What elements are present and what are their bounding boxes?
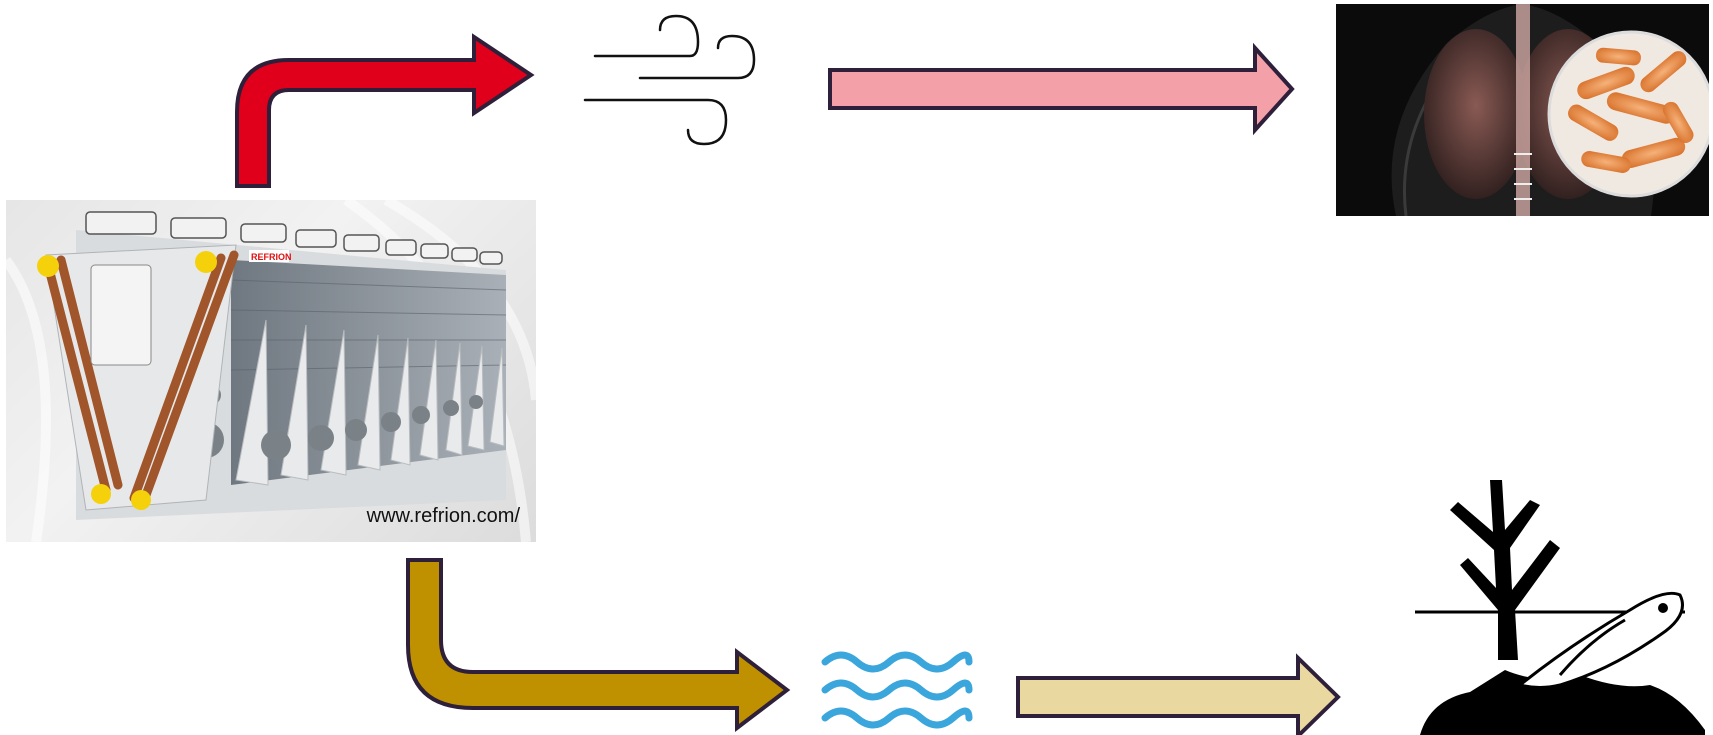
- water-discharge-arrow: [406, 558, 791, 733]
- water-waves-icon: [815, 640, 985, 735]
- lungs-bacteria-illustration: [1336, 4, 1709, 216]
- water-to-environment-arrow: [1016, 653, 1341, 735]
- air-emission-arrow: [235, 33, 535, 188]
- image-source-caption: www.refrion.com/: [366, 505, 520, 527]
- dry-cooler-photo: REFRION www.refrion.com/: [6, 200, 536, 542]
- refrion-brand-label: REFRION: [251, 252, 292, 262]
- environmental-hazard-symbol: [1410, 470, 1710, 735]
- air-to-health-arrow: [828, 42, 1295, 136]
- wind-icon: [580, 4, 770, 154]
